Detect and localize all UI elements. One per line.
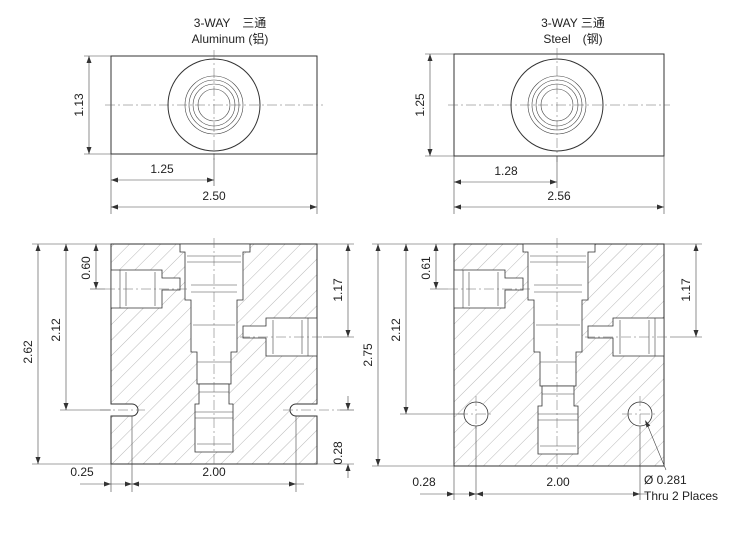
aluminum-overall-height-dim: 2.62 — [21, 340, 35, 364]
aluminum-port-offset-dim: 1.25 — [150, 162, 174, 176]
steel-left-port-dim: 0.61 — [419, 256, 433, 280]
steel-hole-note-thru: Thru 2 Places — [644, 489, 718, 503]
steel-edge-offset-dim: 0.28 — [412, 475, 436, 489]
steel-hole-spacing-dim: 2.00 — [546, 475, 570, 489]
steel-right-port-dim: 1.17 — [679, 278, 693, 302]
steel-top-view: 3-WAY 三通 Steel (钢) 1.25 1.28 2.56 — [413, 16, 670, 214]
aluminum-mount-hole-dim: 0.28 — [331, 441, 345, 465]
steel-title-line2: Steel (钢) — [543, 32, 602, 46]
steel-width-dim: 2.56 — [547, 189, 571, 203]
aluminum-height-dim: 1.13 — [72, 93, 86, 117]
aluminum-right-port-dim: 1.17 — [331, 278, 345, 302]
aluminum-upper-port-dim: 2.12 — [49, 318, 63, 342]
steel-port-offset-dim: 1.28 — [494, 164, 518, 178]
steel-section-view: 2.75 2.12 0.61 1.17 0.28 2.00 Ø — [361, 238, 718, 503]
aluminum-hole-spacing-dim: 2.00 — [202, 465, 226, 479]
aluminum-title-line2: Aluminum (铝) — [192, 31, 269, 46]
aluminum-title-line1: 3-WAY 三通 — [194, 16, 266, 30]
aluminum-left-port-dim: 0.60 — [79, 256, 93, 280]
steel-overall-height-dim: 2.75 — [361, 343, 375, 367]
steel-height-dim: 1.25 — [413, 93, 427, 117]
aluminum-section-view: 2.62 2.12 0.60 1.17 0.28 — [21, 238, 354, 492]
aluminum-width-dim: 2.50 — [202, 189, 226, 203]
steel-upper-port-dim: 2.12 — [389, 318, 403, 342]
steel-hole-note-diameter: Ø 0.281 — [644, 473, 687, 487]
aluminum-edge-offset-dim: 0.25 — [70, 465, 94, 479]
steel-title-line1: 3-WAY 三通 — [541, 16, 605, 30]
aluminum-top-view: 3-WAY 三通 Aluminum (铝) 1.13 1.25 2.50 — [72, 16, 323, 214]
